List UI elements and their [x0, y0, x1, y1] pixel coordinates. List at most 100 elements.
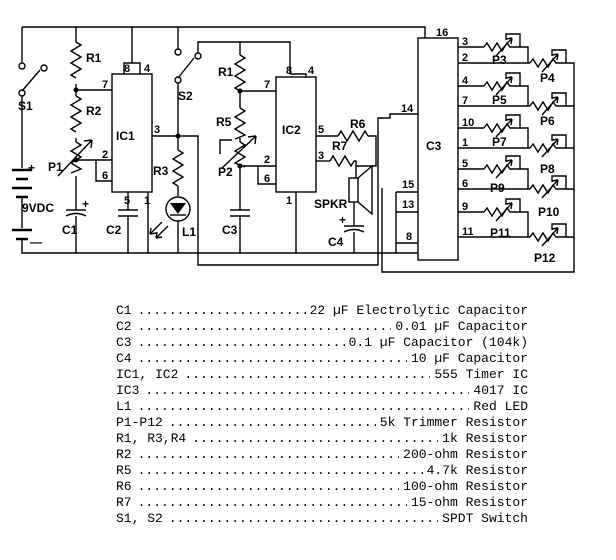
battery-minus-label: — — [30, 235, 42, 249]
part-description: 22 µF Electrolytic Capacitor — [309, 303, 528, 318]
switch-s2 — [174, 48, 202, 84]
p11-label: P11 — [490, 226, 511, 240]
parts-list-row: C30.1 µF Capacitor (104k) — [116, 335, 528, 351]
parts-list-row: IC1, IC2 555 Timer IC — [116, 367, 528, 383]
trimmer-output-bus — [381, 46, 575, 273]
ic3-label: C3 — [426, 139, 442, 153]
ic3-output-wires — [458, 46, 530, 238]
circuit-schematic: S1 + 9VDC — R1 R2 P1 + C1 IC1 8 4 7 2 6 … — [12, 26, 575, 273]
c1-label: C1 — [62, 223, 78, 237]
trimmer-p2 — [233, 141, 247, 168]
parts-list-row: R1, R3,R41k Resistor — [116, 431, 528, 447]
ic3-out-pin1: 1 — [462, 137, 468, 149]
r7-label: R7 — [332, 139, 348, 153]
dot-leader — [138, 479, 400, 495]
c2-label: C2 — [106, 223, 122, 237]
r5-label: R5 — [216, 115, 232, 129]
ic3-out-pin4: 4 — [462, 75, 469, 87]
dot-leader — [138, 319, 392, 335]
dot-leader — [138, 495, 407, 511]
part-description: 15-ohm Resistor — [410, 495, 528, 510]
trimmer-p12 — [529, 223, 567, 247]
parts-list-row: R6100-ohm Resistor — [116, 479, 528, 495]
dot-leader — [192, 431, 438, 447]
dot-leader — [138, 351, 407, 367]
c4-label: C4 — [328, 235, 344, 249]
p4-label: P4 — [540, 71, 555, 85]
ic3-out-pin5: 5 — [462, 158, 468, 170]
trimmer-p8 — [529, 134, 567, 158]
ic1-pin1: 1 — [144, 195, 150, 207]
resistor-r7 — [329, 154, 355, 168]
resistor-r1 — [69, 41, 83, 79]
switch-s1 — [18, 62, 48, 97]
part-reference: R6 — [116, 479, 132, 494]
r2-label: R2 — [86, 104, 102, 118]
dot-leader — [169, 511, 438, 527]
dot-leader — [138, 335, 345, 351]
ic3-out-pin9: 9 — [462, 201, 468, 213]
ic3-clock-wire — [377, 113, 418, 186]
dot-leader — [169, 415, 376, 431]
ic2-chip — [275, 76, 317, 193]
dot-leader — [138, 399, 470, 415]
ic2-pin5: 5 — [318, 124, 324, 136]
ic1-pin6: 6 — [102, 170, 108, 182]
r1-label: R1 — [86, 51, 102, 65]
parts-list-row: C1 22 µF Electrolytic Capacitor — [116, 303, 528, 319]
ic1-label: IC1 — [116, 129, 135, 143]
r1b-label: R1 — [218, 65, 234, 79]
s2-to-ic2-wire — [197, 41, 291, 74]
ic2-pin8: 8 — [286, 65, 292, 77]
ic1-pin2: 2 — [102, 149, 108, 161]
trimmer-p3 — [483, 33, 521, 57]
ic1-pin5: 5 — [124, 195, 130, 207]
capacitor-c1 — [65, 209, 87, 217]
trimmer-p9 — [483, 155, 521, 179]
resistor-r1-b — [233, 54, 247, 92]
trimmer-p10 — [529, 175, 567, 199]
ic1-chip — [111, 73, 153, 193]
part-description: 555 Timer IC — [434, 367, 528, 382]
trimmer-p4 — [529, 49, 567, 73]
s1-label: S1 — [18, 99, 33, 113]
part-description: 4.7k Resistor — [426, 463, 528, 478]
junction-dot — [237, 88, 243, 94]
ic3-out-pin11: 11 — [462, 226, 474, 238]
p1-label: P1 — [48, 160, 63, 174]
part-description: 0.1 µF Capacitor (104k) — [348, 335, 528, 350]
parts-list-row: R2200-ohm Resistor — [116, 447, 528, 463]
resistor-r3 — [171, 149, 185, 187]
c1-plus-label: + — [82, 197, 89, 211]
part-reference: C4 — [116, 351, 132, 366]
dot-leader — [138, 463, 423, 479]
part-reference: R5 — [116, 463, 132, 478]
p8-label: P8 — [540, 162, 555, 176]
ic2-pin2: 2 — [264, 154, 270, 166]
p7-label: P7 — [492, 135, 507, 149]
ic2-pin6: 6 — [264, 173, 270, 185]
pin6-wire — [95, 160, 112, 182]
ic2-label: IC2 — [282, 123, 301, 137]
part-reference: IC1, IC2 — [116, 367, 179, 382]
p2-label: P2 — [218, 165, 233, 179]
part-reference: C2 — [116, 319, 132, 334]
s2-label: S2 — [178, 89, 193, 103]
p3-label: P3 — [492, 53, 507, 67]
dot-leader — [184, 367, 430, 383]
spkr-label: SPKR — [314, 197, 348, 211]
battery-plus-label: + — [28, 161, 35, 175]
part-reference: P1-P12 — [116, 415, 163, 430]
parts-list-row: R5 4.7k Resistor — [116, 463, 528, 479]
part-description: Red LED — [473, 399, 528, 414]
resistor-r6 — [337, 129, 369, 143]
part-reference: C1 — [116, 303, 132, 318]
ic2-pin7: 7 — [264, 79, 270, 91]
trimmer-p2-arrow — [221, 135, 257, 169]
dot-leader — [145, 383, 469, 399]
part-description: 5k Trimmer Resistor — [379, 415, 528, 430]
part-reference: R7 — [116, 495, 132, 510]
ic2-pin1: 1 — [286, 195, 292, 207]
ic3-out-pin7: 7 — [462, 95, 468, 107]
dot-leader — [138, 447, 400, 463]
